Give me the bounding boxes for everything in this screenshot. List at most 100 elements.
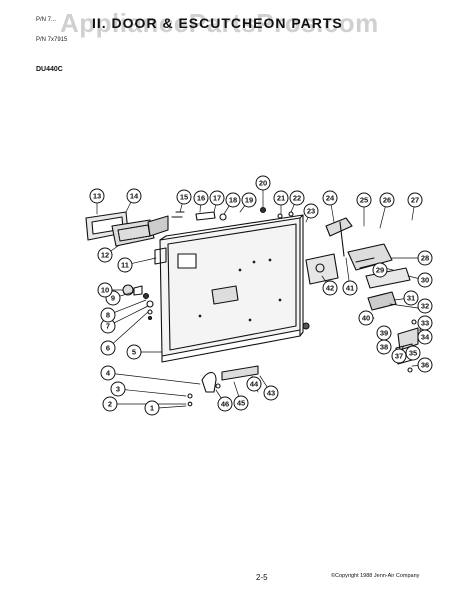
diagram-title: II. DOOR & ESCUTCHEON PARTS	[92, 15, 343, 31]
callout-15: 15	[176, 189, 192, 205]
callout-label: 25	[360, 196, 368, 205]
callout-circle	[289, 190, 305, 206]
callout-circle	[391, 348, 407, 364]
callout-circle	[417, 329, 433, 345]
callout-circle	[372, 262, 388, 278]
callout-label: 28	[421, 254, 429, 263]
callout-circle	[89, 188, 105, 204]
callout-circle	[176, 189, 192, 205]
callout-label: 19	[245, 196, 253, 205]
callout-label: 16	[197, 194, 205, 203]
callout-label: 1	[150, 404, 154, 413]
callout-circle	[193, 190, 209, 206]
callout-26: 26	[379, 192, 395, 208]
callout-12: 12	[97, 247, 113, 263]
callout-circle	[263, 385, 279, 401]
callout-6: 6	[100, 340, 116, 356]
callout-2: 2	[102, 396, 118, 412]
callout-11: 11	[117, 257, 133, 273]
callout-27: 27	[407, 192, 423, 208]
callout-circle	[417, 298, 433, 314]
header-line: P/N 7...	[36, 17, 57, 23]
callout-label: 3	[116, 385, 120, 394]
callout-36: 36	[417, 357, 433, 373]
callout-43: 43	[263, 385, 279, 401]
callout-label: 41	[346, 284, 354, 293]
callout-label: 34	[421, 333, 430, 342]
callout-circle	[100, 340, 116, 356]
callout-circle	[217, 396, 233, 412]
callout-34: 34	[417, 329, 433, 345]
callout-label: 46	[221, 400, 229, 409]
callout-42: 42	[322, 280, 338, 296]
callout-14: 14	[126, 188, 142, 204]
callout-circle	[417, 250, 433, 266]
callout-label: 35	[409, 349, 417, 358]
callout-8: 8	[100, 307, 116, 323]
callout-31: 31	[403, 290, 419, 306]
callout-circle	[322, 190, 338, 206]
door-panel	[159, 214, 304, 363]
callout-label: 22	[293, 194, 301, 203]
callout-46: 46	[217, 396, 233, 412]
callout-label: 13	[93, 192, 101, 201]
callout-16: 16	[193, 190, 209, 206]
callout-25: 25	[356, 192, 372, 208]
callout-label: 38	[380, 343, 388, 352]
callout-37: 37	[391, 348, 407, 364]
callout-label: 43	[267, 389, 275, 398]
callout-39: 39	[376, 325, 392, 341]
callout-label: 4	[106, 369, 111, 378]
callout-label: 21	[277, 194, 285, 203]
callout-circle	[233, 395, 249, 411]
callout-label: 9	[111, 294, 115, 303]
watermark: AppliancePartsPros.com	[60, 8, 379, 38]
callout-41: 41	[342, 280, 358, 296]
callout-circle	[417, 357, 433, 373]
callout-19: 19	[241, 192, 257, 208]
callout-label: 12	[101, 251, 109, 260]
callout-label: 40	[362, 314, 370, 323]
callout-circle	[100, 365, 116, 381]
copyright-notice: ©Copyright 1988 Jenn-Air Company	[331, 573, 420, 579]
callout-circle	[358, 310, 374, 326]
callout-label: 39	[380, 329, 388, 338]
callout-circle	[97, 282, 113, 298]
callout-label: 23	[307, 207, 315, 216]
callout-44: 44	[246, 376, 262, 392]
callout-label: 29	[376, 266, 384, 275]
callout-45: 45	[233, 395, 249, 411]
callout-label: 10	[101, 286, 109, 295]
callout-circle	[303, 203, 319, 219]
callout-21: 21	[273, 190, 289, 206]
callout-circle	[225, 192, 241, 208]
callout-circle	[110, 381, 126, 397]
callout-circle	[100, 307, 116, 323]
callout-5: 5	[126, 344, 142, 360]
knob-and-fasteners	[122, 284, 154, 321]
escutcheon-parts	[85, 206, 294, 265]
callout-circle	[322, 280, 338, 296]
callout-label: 15	[180, 193, 188, 202]
callout-40: 40	[358, 310, 374, 326]
callout-circle	[356, 192, 372, 208]
callout-28: 28	[417, 250, 433, 266]
callout-circle	[379, 192, 395, 208]
callout-23: 23	[303, 203, 319, 219]
callout-circle	[273, 190, 289, 206]
callout-label: 37	[395, 352, 403, 361]
callout-label: 2	[108, 400, 112, 409]
callout-32: 32	[417, 298, 433, 314]
callout-circle	[403, 290, 419, 306]
callout-circle	[407, 192, 423, 208]
page-number: 2-5	[256, 573, 268, 582]
callout-circle	[241, 192, 257, 208]
callout-label: 18	[229, 196, 237, 205]
callout-label: 32	[421, 302, 429, 311]
callout-4: 4	[100, 365, 116, 381]
callout-1: 1	[144, 400, 160, 416]
callout-circle	[405, 345, 421, 361]
callout-label: 11	[121, 261, 129, 270]
